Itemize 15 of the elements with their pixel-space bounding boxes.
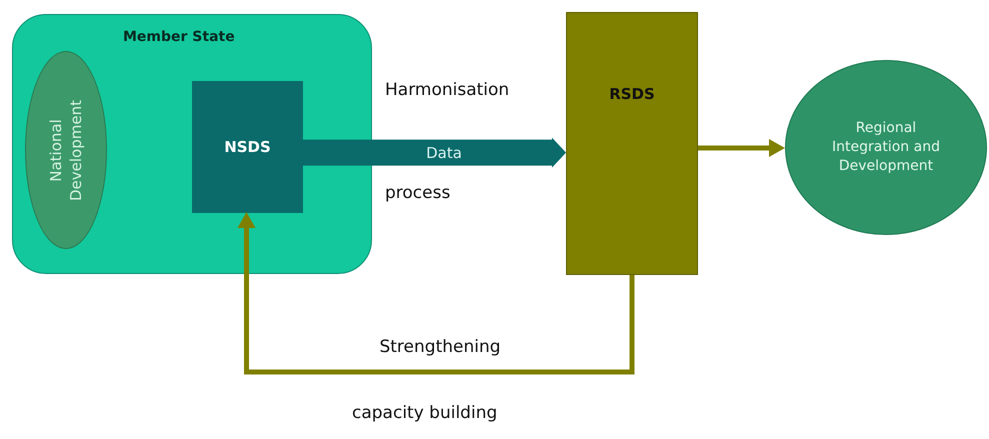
- arrow: [238, 212, 634, 374]
- box-title: Member State: [123, 29, 235, 45]
- nsds-box: [192, 81, 303, 213]
- note-text: capacity building: [352, 403, 498, 423]
- box-label: NSDS: [224, 138, 271, 156]
- box-label: RSDS: [609, 85, 655, 103]
- note-text: Harmonisation: [385, 80, 510, 100]
- edge-label: Strengthening: [379, 337, 501, 357]
- arrow: [302, 138, 566, 168]
- ellipse-label: National Development: [46, 100, 86, 200]
- note-text: process: [385, 183, 450, 203]
- rsds-box: [566, 12, 698, 275]
- arrow: [698, 139, 785, 157]
- ellipse-label: Regional Integration and Development: [831, 119, 941, 176]
- member-state-box: [12, 14, 372, 274]
